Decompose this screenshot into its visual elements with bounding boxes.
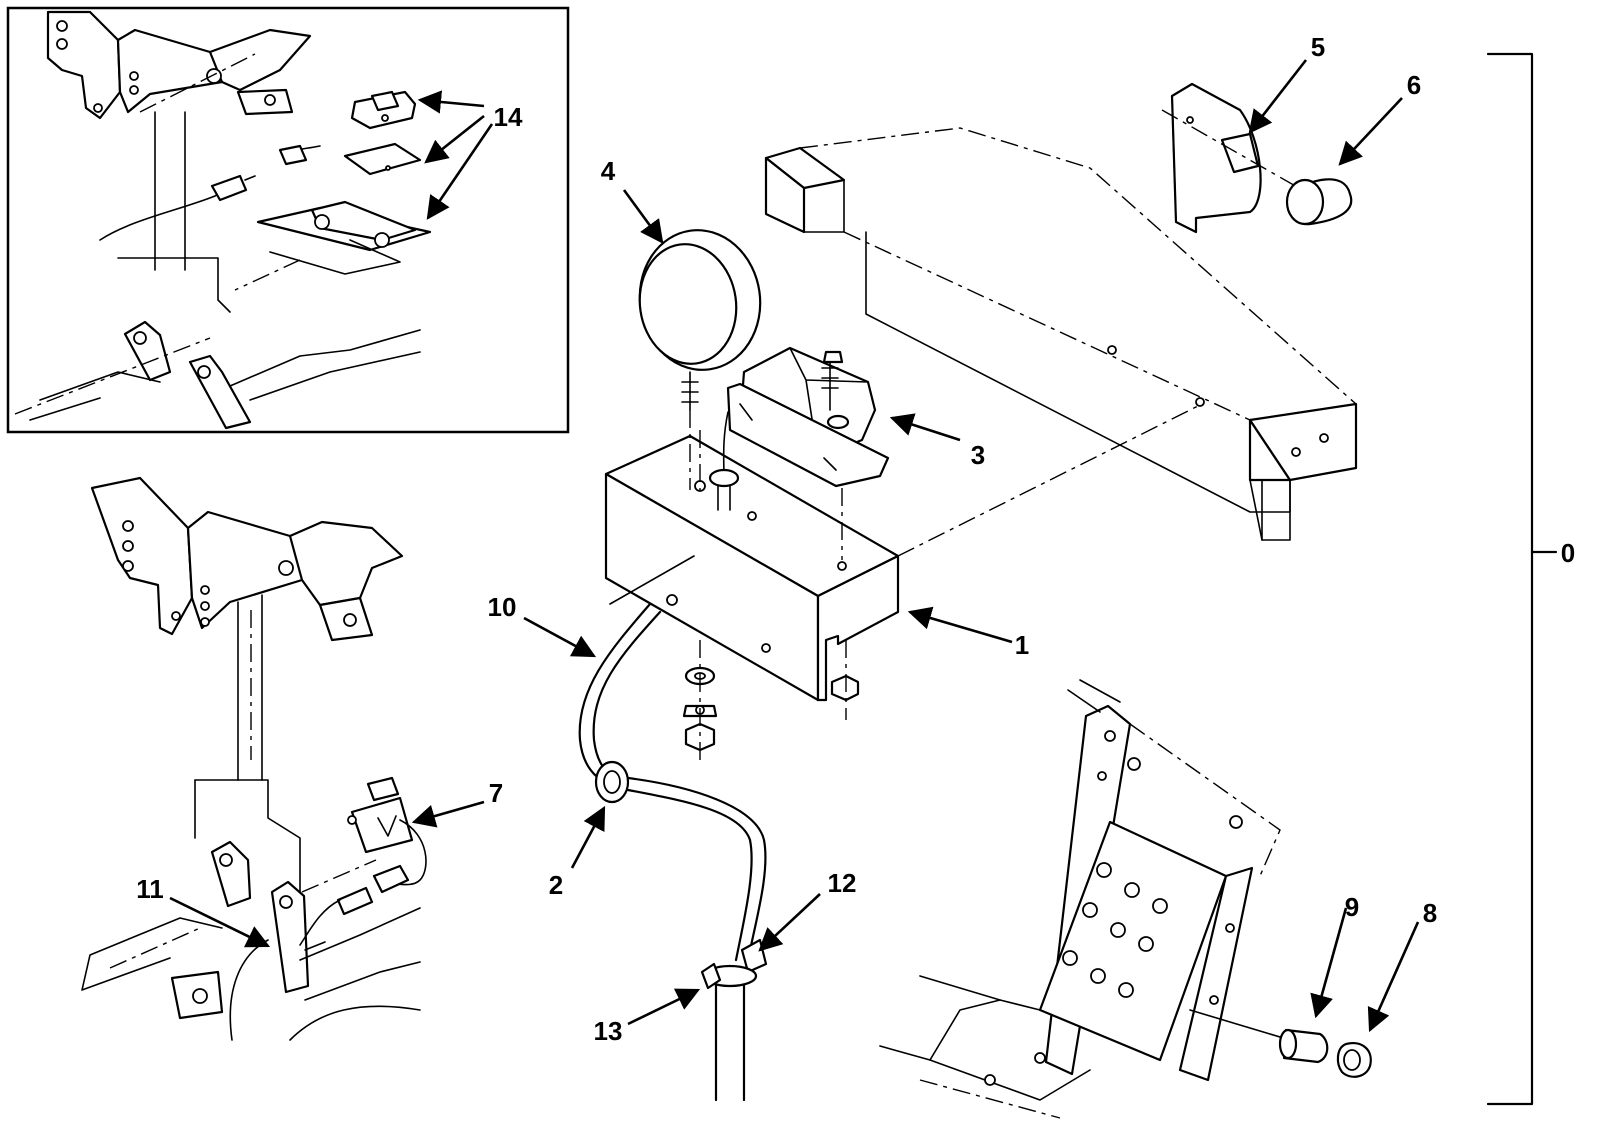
callout-10: 10 [488, 592, 517, 622]
callout-7: 7 [489, 778, 503, 808]
foot-pedal-bracket [879, 679, 1372, 1119]
callout-1: 1 [1015, 630, 1029, 660]
arrow-6 [1338, 97, 1403, 166]
callout-5: 5 [1311, 32, 1325, 62]
callout-14: 14 [494, 102, 523, 132]
arrow-1 [907, 606, 1013, 644]
backup-alarm [708, 346, 890, 511]
leader-arrows [169, 59, 1420, 1033]
arrow-2 [570, 805, 606, 869]
callout-8: 8 [1423, 898, 1437, 928]
callout-11: 11 [136, 874, 164, 904]
arrow-8 [1367, 921, 1420, 1033]
pedal-bracket-assembly [81, 476, 427, 1041]
callout-4: 4 [601, 156, 616, 186]
arrow-9 [1310, 907, 1348, 1019]
callout-12: 12 [828, 868, 857, 898]
arrow-3 [889, 413, 961, 442]
callout-13: 13 [594, 1016, 623, 1046]
callout-0: 0 [1561, 538, 1575, 568]
callout-6: 6 [1407, 70, 1421, 100]
wiring-harness [578, 602, 768, 1102]
flasher-bracket [1161, 82, 1307, 234]
cross-member-frame [764, 127, 1358, 541]
arrow-14c [426, 123, 494, 220]
arrow-12 [758, 893, 821, 952]
light-mount-box [604, 404, 1201, 760]
arrow-11 [169, 896, 271, 948]
callout-2: 2 [549, 870, 563, 900]
callout-9: 9 [1345, 892, 1359, 922]
inset-detail-panel [6, 6, 570, 434]
arrow-5 [1248, 59, 1308, 134]
assembly-bracket [1486, 52, 1558, 1106]
arrow-14a [417, 90, 485, 114]
callout-3: 3 [971, 440, 985, 470]
flasher [1285, 178, 1353, 226]
arrow-13 [627, 988, 701, 1026]
arrow-10 [523, 616, 597, 658]
arrow-14b [424, 114, 485, 164]
work-light [638, 229, 762, 490]
arrow-7 [411, 800, 485, 828]
arrow-4 [622, 189, 664, 244]
callout-labels: 0 1 2 3 4 5 6 7 8 9 10 11 12 13 14 [136, 32, 1575, 1046]
